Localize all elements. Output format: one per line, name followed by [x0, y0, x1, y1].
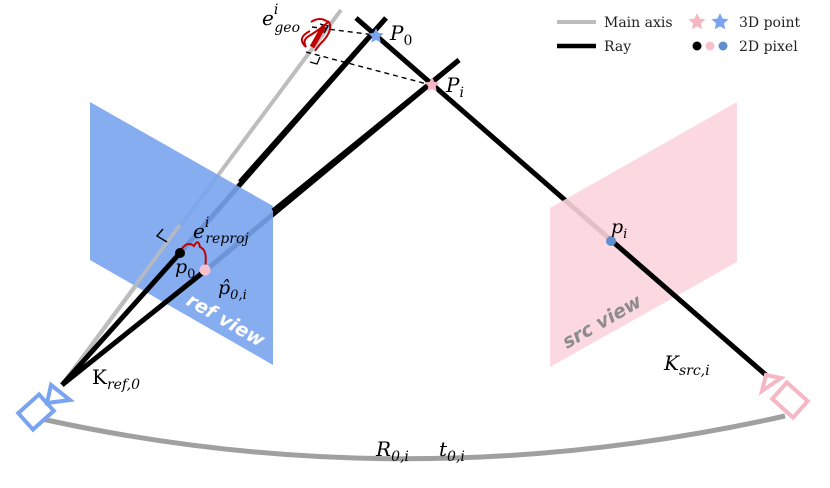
- ray-ref-to-phat-front: [60, 268, 208, 387]
- geo-error-brace: [300, 18, 330, 48]
- legend-2d-pixel-blue: [718, 41, 728, 51]
- ray-ref-to-p0-front: [60, 251, 182, 387]
- right-angle-mark-bottom: [309, 56, 321, 65]
- pixel-p0: [175, 248, 185, 258]
- legend-main-axis-label: Main axis: [604, 15, 673, 31]
- K-src-label: Ksrc,i: [663, 351, 710, 379]
- K-ref-label: Kref,0: [92, 365, 140, 393]
- t-label: t0,i: [439, 437, 465, 465]
- point-P0-star: [368, 28, 384, 43]
- geo-error-brace-hook: [314, 20, 332, 52]
- Pi-label: Pi: [445, 73, 464, 101]
- legend-3d-point-blue-star: [711, 13, 729, 30]
- src-view-plane: [550, 102, 737, 367]
- right-angle-mark-top: [319, 23, 329, 34]
- legend-2d-pixel-label: 2D pixel: [739, 39, 798, 55]
- ref-view-plane: [90, 102, 273, 365]
- right-angle-mark-reproj: [155, 228, 168, 243]
- geo-error-segment: [309, 24, 327, 49]
- pixel-pi: [606, 236, 616, 246]
- reproj-error-brace: [179, 241, 207, 269]
- point-Pi-star: [424, 77, 440, 92]
- legend-3d-point-label: 3D point: [739, 15, 800, 31]
- phat-label: p̂0,i: [218, 277, 247, 303]
- pi-label: pi: [611, 216, 627, 242]
- P0-label: P0: [389, 21, 412, 49]
- legend-2d-pixel-black: [692, 41, 702, 51]
- ref-camera-icon: [15, 381, 75, 433]
- main-axis-front: [60, 223, 182, 387]
- legend-2d-pixel-pink: [705, 41, 715, 51]
- geo-perp-dash-Pi: [305, 51, 432, 86]
- src-camera-icon: [758, 372, 811, 421]
- ray-ref-to-P0-top: [238, 16, 388, 184]
- camera-baseline-arc: [41, 413, 786, 462]
- legend-ray-label: Ray: [604, 39, 631, 55]
- pixel-phat-0i: [199, 264, 211, 276]
- p0-label: p0: [175, 256, 195, 282]
- R-label: R0,i: [375, 437, 409, 465]
- legend: Main axis Ray 3D point 2D pixel: [557, 13, 800, 55]
- ray-src-front: [610, 239, 768, 377]
- legend-3d-point-pink-star: [688, 13, 706, 30]
